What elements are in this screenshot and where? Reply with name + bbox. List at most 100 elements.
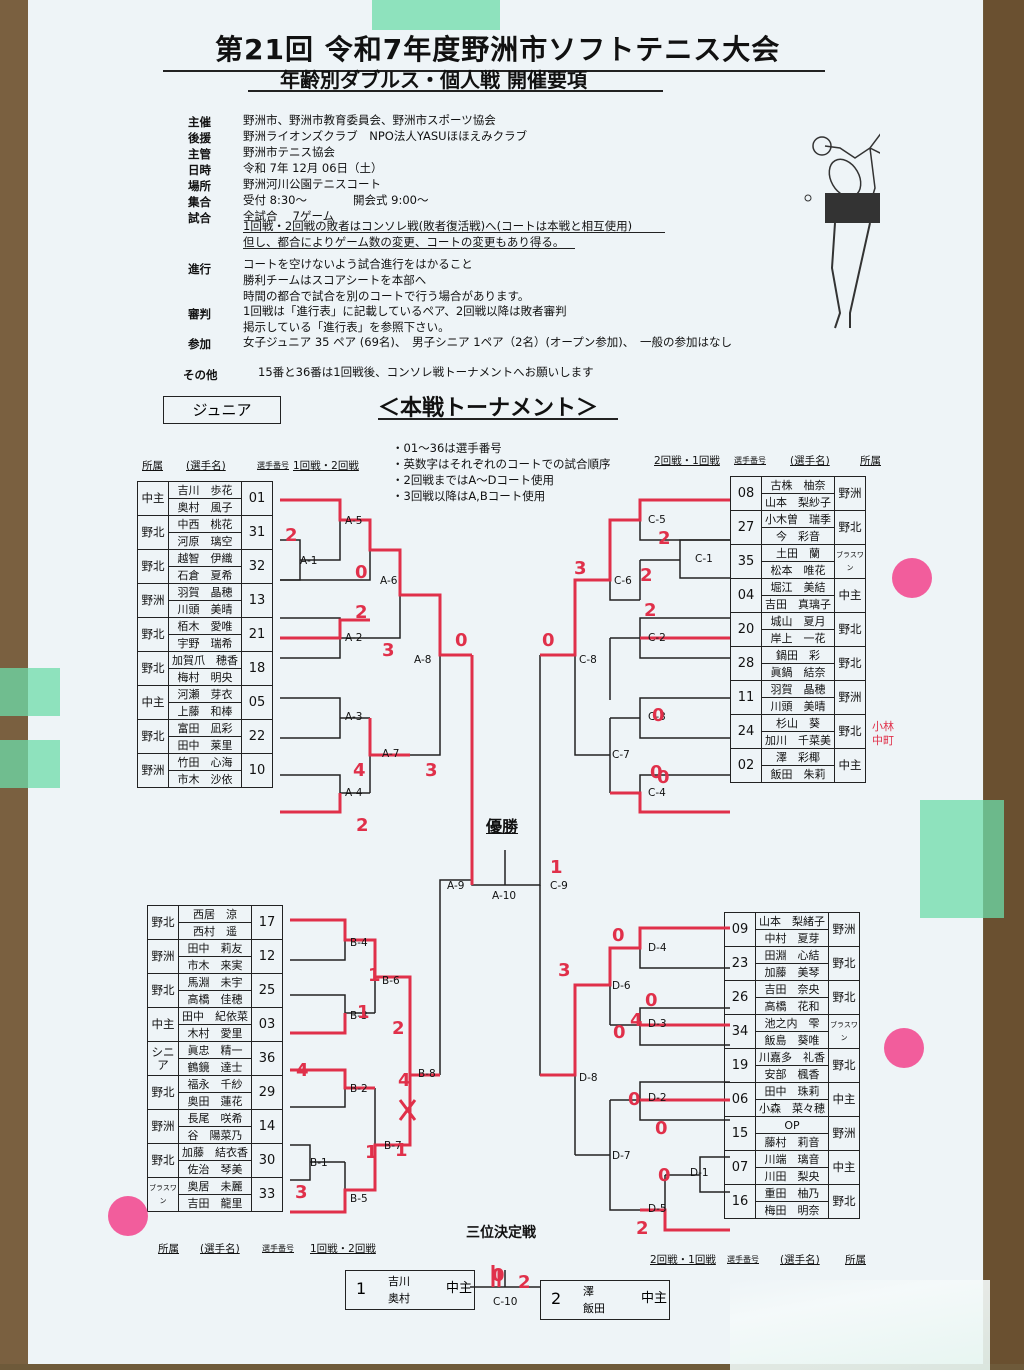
match-label: C-10	[493, 1296, 518, 1308]
team-row-second: 高橋 佳穂	[148, 990, 283, 1008]
match-label: D-7	[612, 1150, 631, 1162]
match-label: B-5	[350, 1193, 368, 1205]
score-mark: 2	[355, 602, 368, 623]
player-name: 奥田 蓮花	[178, 1092, 252, 1110]
score-mark: 3	[558, 960, 571, 981]
player-name: 田中 莱里	[168, 736, 242, 754]
team-row-second: 川田 梨央	[725, 1167, 860, 1185]
third-place-box-right: 2 澤 飯田 中主	[540, 1280, 670, 1320]
tape-right	[920, 800, 1004, 918]
team-affiliation: 野北	[828, 946, 860, 981]
team-row-second: 河原 璃空	[138, 532, 273, 550]
team-affiliation: 中主	[147, 1007, 179, 1042]
team-affiliation: 野北	[834, 714, 866, 749]
player-name: 奥村 風子	[168, 498, 242, 516]
info-text: 受付 8:30～ 開会式 9:00～	[243, 193, 429, 207]
team-row-second: 西村 遥	[148, 922, 283, 940]
team-row-second: 田中 莱里	[138, 736, 273, 754]
player-number: 31	[241, 515, 273, 550]
player-name: 松本 唯花	[761, 561, 835, 579]
info-label: 場所	[188, 179, 211, 193]
player-name: 石倉 夏希	[168, 566, 242, 584]
player-name: 城山 夏月	[761, 612, 835, 630]
header-name: (選手名)	[780, 1254, 820, 1266]
match-label: A-7	[382, 748, 400, 760]
tape-top	[372, 0, 500, 30]
player-number: 18	[241, 651, 273, 686]
score-mark: 4	[398, 1070, 411, 1091]
score-mark: 2	[518, 1272, 531, 1293]
match-label: C-6	[614, 575, 632, 587]
score-mark: 3	[382, 640, 395, 661]
tape-left-2	[0, 740, 60, 788]
category-box: ジュニア	[163, 396, 281, 424]
note-line: ・01～36は選手番号	[392, 441, 502, 455]
page-title: 第21回 令和7年度野洲市ソフトテニス大会	[215, 33, 781, 66]
match-label: D-3	[648, 1018, 667, 1030]
score-mark: 4	[630, 1010, 643, 1031]
player-number: 36	[251, 1041, 283, 1076]
score-mark: 0	[455, 630, 468, 651]
team-row-second: 谷 陽菜乃	[148, 1126, 283, 1144]
team-affiliation: 野北	[828, 1048, 860, 1083]
team-row-second: 加藤 美琴	[725, 963, 860, 981]
score-mark: 0	[657, 767, 670, 788]
match-label: C-5	[648, 514, 666, 526]
player-name: 富田 凪彩	[168, 719, 242, 737]
team-row-second: 岸上 一花	[731, 629, 866, 647]
score-mark: 2	[658, 528, 671, 549]
info-label: 主催	[188, 115, 211, 129]
player-number: 30	[251, 1143, 283, 1178]
score-mark: 2	[356, 815, 369, 836]
team-affiliation: 野洲	[828, 912, 860, 947]
player-number: 05	[241, 685, 273, 720]
referee-line-1: 1回戦は「進行表」に記載しているペア、2回戦以降は敗者審判	[243, 304, 567, 318]
score-mark: 0	[355, 562, 368, 583]
match-label: A-2	[345, 632, 363, 644]
main-title-rule	[378, 418, 618, 420]
match-label: A-1	[300, 555, 318, 567]
header-round: 2回戦・1回戦	[654, 455, 720, 467]
match-rule-1: 1回戦・2回戦の敗者はコンソレ戦(敗者復活戦)へ(コートは本戦と相互使用)	[243, 219, 633, 233]
wood-background-right	[984, 0, 1024, 1364]
tape-left-1	[0, 668, 60, 716]
player-number: 21	[241, 617, 273, 652]
header-round: 2回戦・1回戦	[650, 1254, 716, 1266]
score-mark: 1	[357, 1002, 370, 1023]
header-aff: 所属	[860, 455, 881, 467]
score-mark: 0	[613, 1022, 626, 1043]
match-label: C-9	[550, 880, 568, 892]
player-name: 眞忠 精一	[178, 1041, 252, 1059]
player-name: 西村 遥	[178, 922, 252, 940]
player-number: 23	[724, 946, 756, 981]
match-label: D-1	[690, 1167, 709, 1179]
score-mark: 0	[652, 705, 665, 726]
pink-dot-marker	[892, 558, 932, 598]
team-affiliation: 野北	[834, 612, 866, 647]
header-round: 1回戦・2回戦	[310, 1243, 376, 1255]
score-mark: 0	[645, 990, 658, 1011]
info-label: 試合	[188, 211, 211, 225]
score-mark: 0	[542, 630, 555, 651]
third-place-label: 三位決定戦	[466, 1225, 536, 1241]
player-name: 加藤 美琴	[755, 963, 829, 981]
participation-text: 女子ジュニア 35 ペア (69名)、 男子シニア 1ペア（2名）(オープン参加…	[243, 335, 732, 349]
rule-underline-2	[243, 248, 575, 249]
score-mark: 0	[628, 1089, 641, 1110]
match-label: C-2	[648, 632, 666, 644]
note-line: ・2回戦まではA～Dコート使用	[392, 473, 555, 487]
team-row-second: 飯島 葵唯	[725, 1031, 860, 1049]
team-row-second: 梅田 明奈	[725, 1201, 860, 1219]
player-name: 飯島 葵唯	[755, 1031, 829, 1049]
